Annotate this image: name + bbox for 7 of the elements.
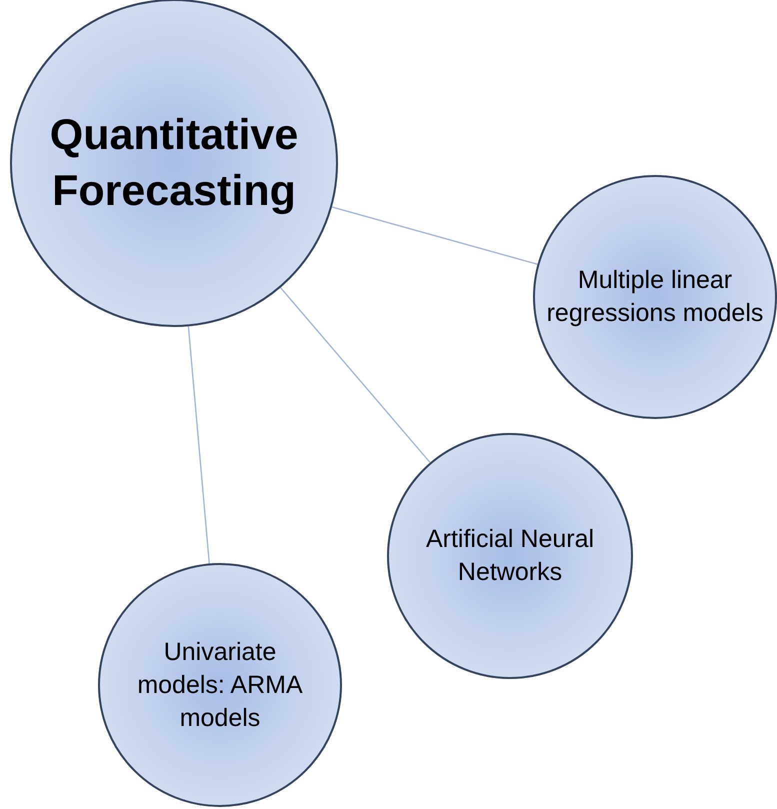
connector-line bbox=[280, 287, 431, 463]
topic-label: Quantitative Forecasting bbox=[48, 110, 300, 217]
connector-line bbox=[332, 206, 538, 265]
topic-label: Univariate models: ARMA models bbox=[136, 636, 304, 734]
connector-line bbox=[188, 326, 210, 564]
topic-label: Artificial Neural Networks bbox=[424, 524, 596, 588]
topic-label: Multiple linear regressions models bbox=[546, 265, 764, 329]
